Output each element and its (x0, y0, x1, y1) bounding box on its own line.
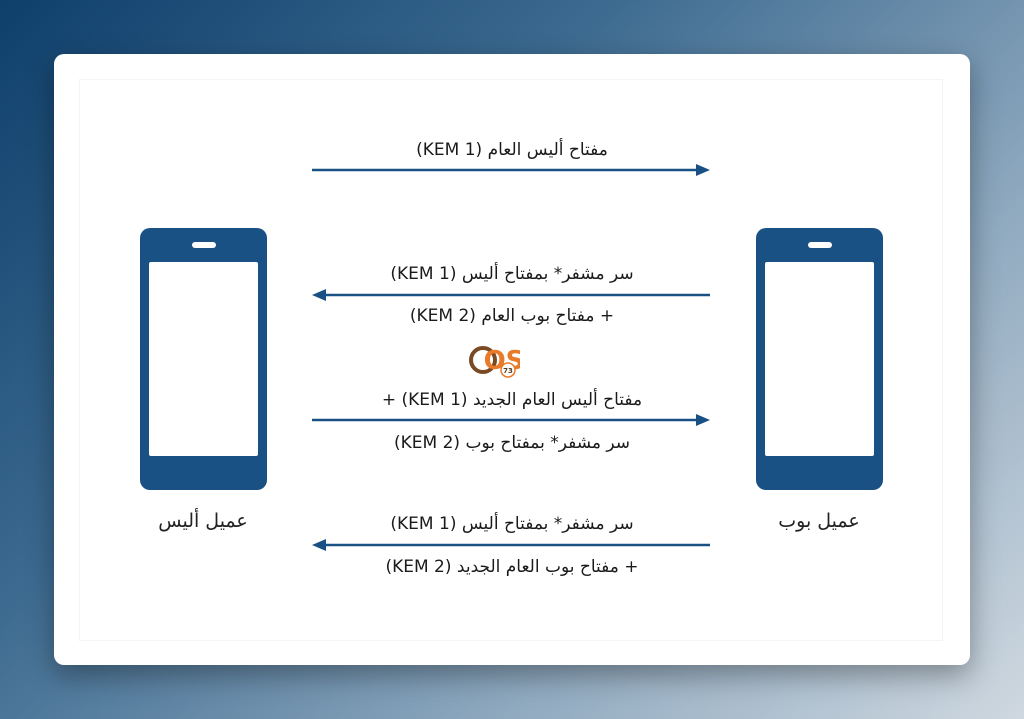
os73-logo-icon: OS 73 (469, 346, 520, 378)
message-3-line-1: مفتاح أليس العام الجديد (KEM 1) + (381, 390, 643, 410)
message-1-label: مفتاح أليس العام (KEM 1) (416, 140, 608, 160)
message-2-line-1: سر مشفر* بمفتاح أليس (KEM 1) (390, 264, 634, 284)
arrow-left-icon (312, 289, 710, 301)
arrow-right-icon (312, 164, 710, 176)
arrow-right-icon (312, 414, 710, 426)
phone-speaker (191, 242, 216, 248)
alice-client-label: عميل أليس (158, 510, 248, 532)
arrow-left-icon (312, 539, 710, 551)
logo-number: 73 (503, 367, 513, 375)
message-4-line-1: سر مشفر* بمفتاح أليس (KEM 1) (390, 514, 634, 534)
alice-phone-icon (140, 228, 267, 490)
phone-speaker (807, 242, 832, 248)
bob-phone-icon (756, 228, 883, 490)
message-4-line-2: + مفتاح بوب العام الجديد (KEM 2) (385, 557, 639, 577)
message-3-line-2: سر مشفر* بمفتاح بوب (KEM 2) (393, 433, 630, 453)
message-2-line-2: + مفتاح بوب العام (KEM 2) (409, 306, 615, 326)
bob-client-label: عميل بوب (778, 510, 860, 532)
phone-screen (149, 262, 258, 456)
phone-screen (765, 262, 874, 456)
